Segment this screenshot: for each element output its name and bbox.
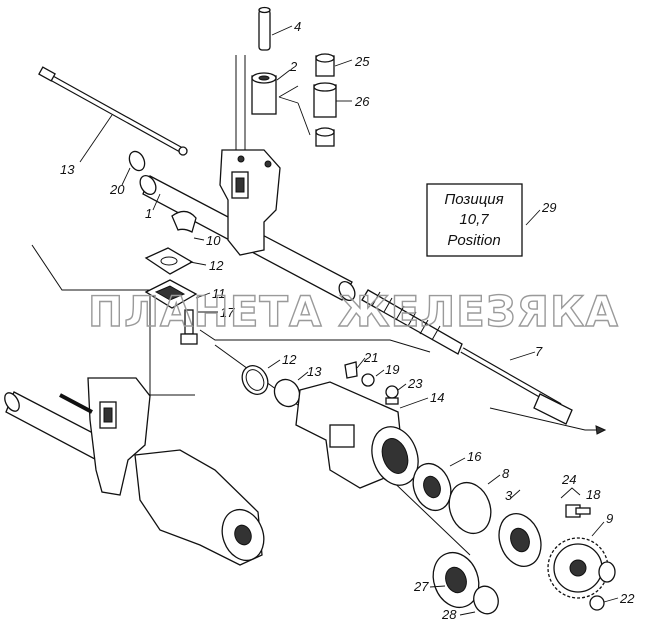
position-note-box: Позиция 10,7 Position: [426, 183, 523, 257]
callout-labels: 4 2 25 26 13 20 1 10 12 11 17 29 7 12 13…: [60, 19, 635, 622]
callout-23: 23: [407, 376, 423, 391]
bolt-18: [565, 504, 591, 518]
callout-13-lower: 13: [307, 364, 322, 379]
callout-1: 1: [145, 206, 152, 221]
callout-3: 3: [505, 488, 513, 503]
callout-12-upper: 12: [209, 258, 224, 273]
ring-12-lower: [241, 365, 269, 395]
note-line-1: Позиция: [444, 191, 503, 208]
callout-16: 16: [467, 449, 482, 464]
nut-22: [589, 595, 605, 611]
bushing-2: [251, 72, 277, 115]
callout-26: 26: [354, 94, 370, 109]
callout-25: 25: [354, 54, 370, 69]
callout-9: 9: [606, 511, 613, 526]
cover-11: [144, 279, 198, 309]
callout-17: 17: [220, 305, 235, 320]
sprocket-9: [547, 537, 609, 599]
watermark-text: ПЛАНЕТА ЖЕЛЕЗЯКА: [88, 287, 619, 336]
callout-29: 29: [541, 200, 556, 215]
callout-27: 27: [413, 579, 429, 594]
cap-22: [598, 561, 616, 583]
callout-21: 21: [363, 350, 378, 365]
seal-28: [473, 585, 499, 615]
callout-10: 10: [206, 233, 221, 248]
callout-8: 8: [502, 466, 510, 481]
callout-18: 18: [586, 487, 601, 502]
worm-shaft-7: [361, 289, 573, 425]
callout-20: 20: [109, 182, 125, 197]
fitting-23: [385, 385, 399, 405]
callout-19: 19: [385, 362, 399, 377]
gasket-8: [448, 481, 492, 535]
ring-20: [128, 150, 146, 172]
gasket-12-upper: [144, 247, 194, 275]
cover-27: [432, 551, 480, 609]
callout-4: 4: [294, 19, 301, 34]
half-ring-10: [171, 210, 197, 233]
callout-2: 2: [289, 59, 298, 74]
bushing-26: [313, 82, 337, 118]
callout-12-lower: 12: [282, 352, 297, 367]
callout-13-upper: 13: [60, 162, 75, 177]
callout-14: 14: [430, 390, 444, 405]
assembled-unit: [4, 377, 265, 566]
shaft-13: [38, 66, 188, 156]
pin-4: [258, 6, 271, 51]
bearing-16: [412, 462, 452, 512]
nut-19: [361, 373, 375, 387]
note-line-3: Position: [447, 232, 500, 249]
callout-leaders: [79, 25, 619, 616]
bushing-25: [315, 53, 335, 77]
note-line-2: 10,7: [459, 211, 489, 228]
callout-28: 28: [441, 607, 457, 622]
callout-22: 22: [619, 591, 635, 606]
ring-13-lower: [273, 378, 301, 408]
callout-7: 7: [535, 344, 543, 359]
nipple-21: [344, 361, 358, 379]
bolt-17: [180, 309, 198, 345]
cover-3: [498, 513, 542, 567]
bracket-housing: [219, 149, 281, 256]
callout-24: 24: [561, 472, 576, 487]
housing-14: [295, 381, 419, 489]
callout-11: 11: [212, 286, 226, 301]
bushing-small: [315, 127, 335, 147]
